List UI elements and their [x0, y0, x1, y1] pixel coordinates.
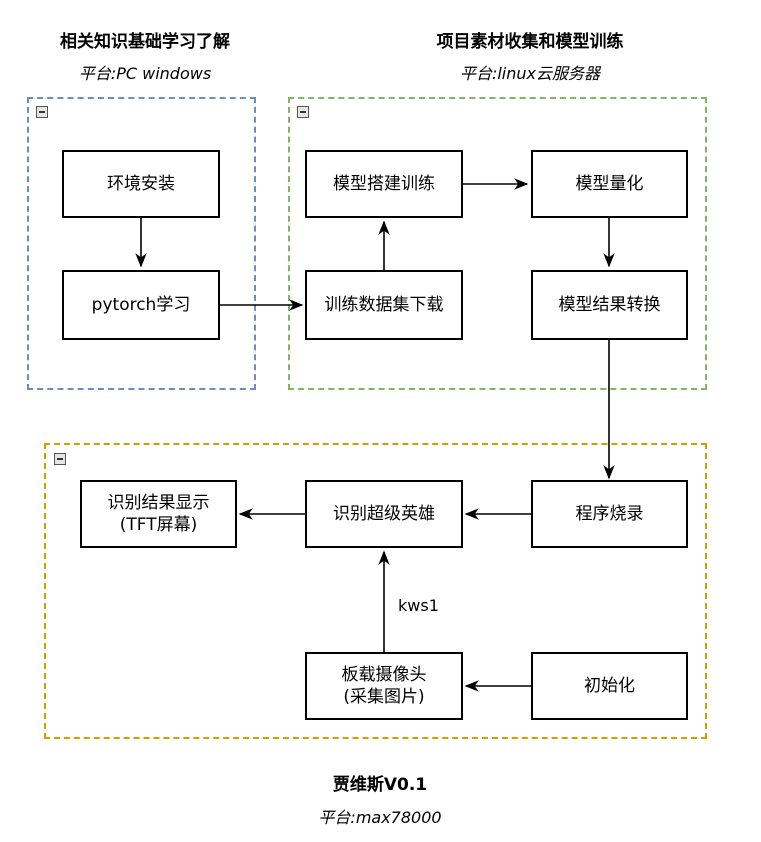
- train-section-platform: 平台:linux云服务器: [459, 64, 601, 83]
- deploy-section-title: 贾维斯V0.1: [332, 775, 428, 795]
- collapse-toggle-icon[interactable]: [54, 453, 66, 465]
- node-result-display[interactable]: 识别结果显示 (TFT屏幕): [80, 480, 237, 548]
- node-label: 训练数据集下载: [324, 294, 444, 315]
- node-camera[interactable]: 板载摄像头 (采集图片): [305, 652, 463, 720]
- train-section-title: 项目素材收集和模型训练: [436, 32, 624, 52]
- node-pytorch-learn[interactable]: pytorch学习: [62, 270, 220, 340]
- node-label-line1: 识别结果显示: [107, 492, 210, 513]
- learn-group: [27, 97, 256, 390]
- deploy-group: [44, 443, 707, 739]
- deploy-section-platform: 平台:max78000: [318, 808, 442, 827]
- train-group: [288, 97, 707, 390]
- collapse-toggle-icon[interactable]: [297, 106, 309, 118]
- edge-label-kws: kws1: [398, 596, 439, 615]
- node-init[interactable]: 初始化: [531, 652, 688, 720]
- node-label: pytorch学习: [91, 294, 191, 315]
- node-model-convert[interactable]: 模型结果转换: [531, 270, 688, 340]
- node-label: 模型量化: [575, 173, 644, 194]
- learn-section-title: 相关知识基础学习了解: [60, 32, 230, 52]
- learn-section-platform: 平台:PC windows: [78, 64, 212, 83]
- node-label-line2: (采集图片): [343, 687, 425, 707]
- node-label: 初始化: [584, 675, 635, 696]
- node-label: 程序烧录: [575, 503, 644, 524]
- collapse-toggle-icon[interactable]: [36, 106, 48, 118]
- node-program-flash[interactable]: 程序烧录: [531, 480, 688, 548]
- node-recognize-hero[interactable]: 识别超级英雄: [305, 480, 463, 548]
- node-label-line2: (TFT屏幕): [119, 515, 198, 535]
- node-label: 模型结果转换: [558, 294, 661, 315]
- node-label-line1: 板载摄像头: [341, 664, 427, 685]
- node-dataset-download[interactable]: 训练数据集下载: [305, 270, 463, 340]
- node-label: 环境安装: [107, 173, 175, 194]
- node-model-build[interactable]: 模型搭建训练: [305, 150, 463, 218]
- node-label: 模型搭建训练: [333, 173, 435, 194]
- node-model-quant[interactable]: 模型量化: [531, 150, 688, 218]
- node-env-install[interactable]: 环境安装: [62, 150, 220, 218]
- node-label: 识别超级英雄: [333, 503, 435, 524]
